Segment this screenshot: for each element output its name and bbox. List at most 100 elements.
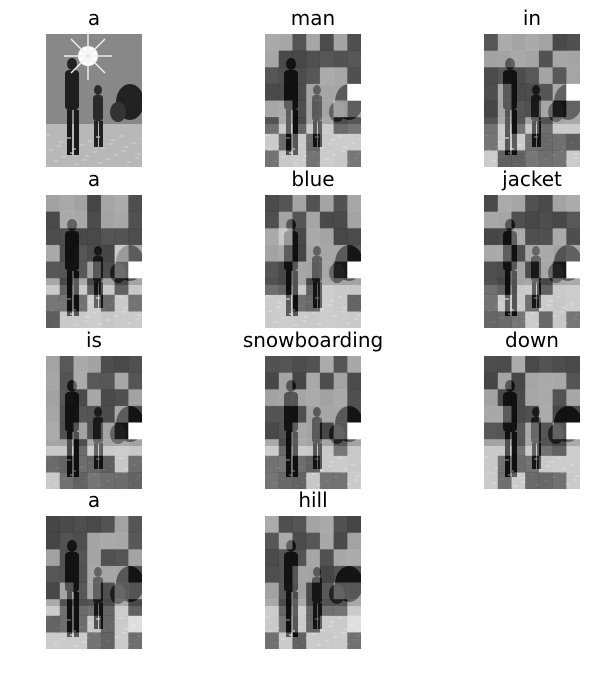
attention-cell — [552, 100, 567, 118]
attention-cell — [59, 228, 74, 246]
attention-cell — [100, 532, 115, 550]
attention-cell — [347, 228, 361, 246]
attention-cell — [319, 549, 334, 567]
attention-cell — [46, 516, 60, 533]
attention-cell — [347, 516, 361, 533]
attention-cell — [511, 34, 526, 51]
attention-cell — [484, 195, 498, 212]
attention-cell — [511, 67, 526, 85]
attention-cell — [333, 261, 348, 279]
attention-cell — [265, 632, 279, 649]
attention-cell — [87, 532, 102, 550]
attention-cell — [114, 516, 129, 533]
attention-cell — [525, 422, 540, 440]
attention-cell — [566, 311, 580, 328]
attention-cell — [278, 405, 293, 423]
attention-cell — [319, 67, 334, 85]
attention-cell — [566, 261, 580, 279]
attention-cell — [306, 294, 321, 312]
attention-cell — [347, 133, 361, 151]
attention-cell — [511, 83, 526, 101]
attention-cell — [566, 228, 580, 246]
attention-cell — [566, 389, 580, 407]
attention-cell — [497, 278, 512, 295]
attention-cell — [114, 211, 129, 229]
attention-cell — [87, 228, 102, 246]
attention-cell — [511, 261, 526, 279]
attention-cell — [333, 532, 348, 550]
attention-cell — [552, 422, 567, 440]
attention-cell — [87, 244, 102, 262]
scene-photo — [265, 34, 361, 167]
attention-cell — [59, 439, 74, 456]
attention-cell — [319, 211, 334, 229]
attention-cell — [114, 599, 129, 616]
attention-cell — [306, 516, 321, 533]
attention-cell — [538, 311, 553, 328]
attention-cell — [525, 244, 540, 262]
attention-cell — [292, 228, 307, 246]
attention-cell — [333, 472, 348, 489]
attention-cell — [114, 439, 129, 456]
attention-cell — [100, 261, 115, 279]
attention-cell — [265, 50, 279, 68]
attention-cell — [114, 405, 129, 423]
attention-cell — [525, 455, 540, 473]
attention-cell — [87, 632, 102, 649]
attention-cell — [538, 100, 553, 118]
attention-cell — [347, 599, 361, 616]
attention-cell — [552, 211, 567, 229]
attention-cell — [525, 372, 540, 390]
attention-cell — [511, 472, 526, 489]
attention-cell — [114, 549, 129, 567]
attention-cell — [538, 261, 553, 279]
attention-cell — [484, 100, 498, 118]
attention-cell — [306, 150, 321, 167]
panel-word-label: a — [87, 167, 101, 191]
attention-cell — [46, 311, 60, 328]
attention-cell — [538, 244, 553, 262]
attention-cell — [100, 211, 115, 229]
attention-cell — [319, 244, 334, 262]
attention-cell — [497, 50, 512, 68]
attention-cell — [566, 211, 580, 229]
attention-cell — [59, 599, 74, 616]
attention-cell — [347, 278, 361, 295]
attention-cell — [265, 117, 279, 134]
attention-cell — [265, 472, 279, 489]
attention-cell — [292, 372, 307, 390]
attention-cell — [278, 632, 293, 649]
attention-cell — [319, 472, 334, 489]
attention-cell — [497, 195, 512, 212]
attention-cell — [46, 532, 60, 550]
attention-cell — [128, 422, 142, 440]
attention-cell — [59, 405, 74, 423]
attention-cell — [306, 565, 321, 583]
attention-cell — [292, 422, 307, 440]
attention-cell — [319, 405, 334, 423]
attention-cell — [333, 582, 348, 600]
attention-cell — [511, 389, 526, 407]
attention-cell — [566, 133, 580, 151]
attention-cell — [319, 117, 334, 134]
attention-cell — [278, 211, 293, 229]
attention-cell — [347, 389, 361, 407]
attention-cell — [292, 516, 307, 533]
attention-cell — [46, 615, 60, 633]
attention-cell — [333, 549, 348, 567]
attention-cell — [347, 455, 361, 473]
attention-cell — [59, 278, 74, 295]
scene-photo — [46, 516, 142, 649]
attention-cell — [511, 117, 526, 134]
attention-cell — [525, 83, 540, 101]
attention-cell — [484, 50, 498, 68]
attention-cell — [497, 83, 512, 101]
attention-cell — [59, 516, 74, 533]
attention-cell — [292, 389, 307, 407]
attention-cell — [566, 294, 580, 312]
attention-cell — [333, 83, 348, 101]
attention-cell — [87, 294, 102, 312]
attention-cell — [278, 133, 293, 151]
attention-cell — [128, 311, 142, 328]
attention-cell — [278, 582, 293, 600]
